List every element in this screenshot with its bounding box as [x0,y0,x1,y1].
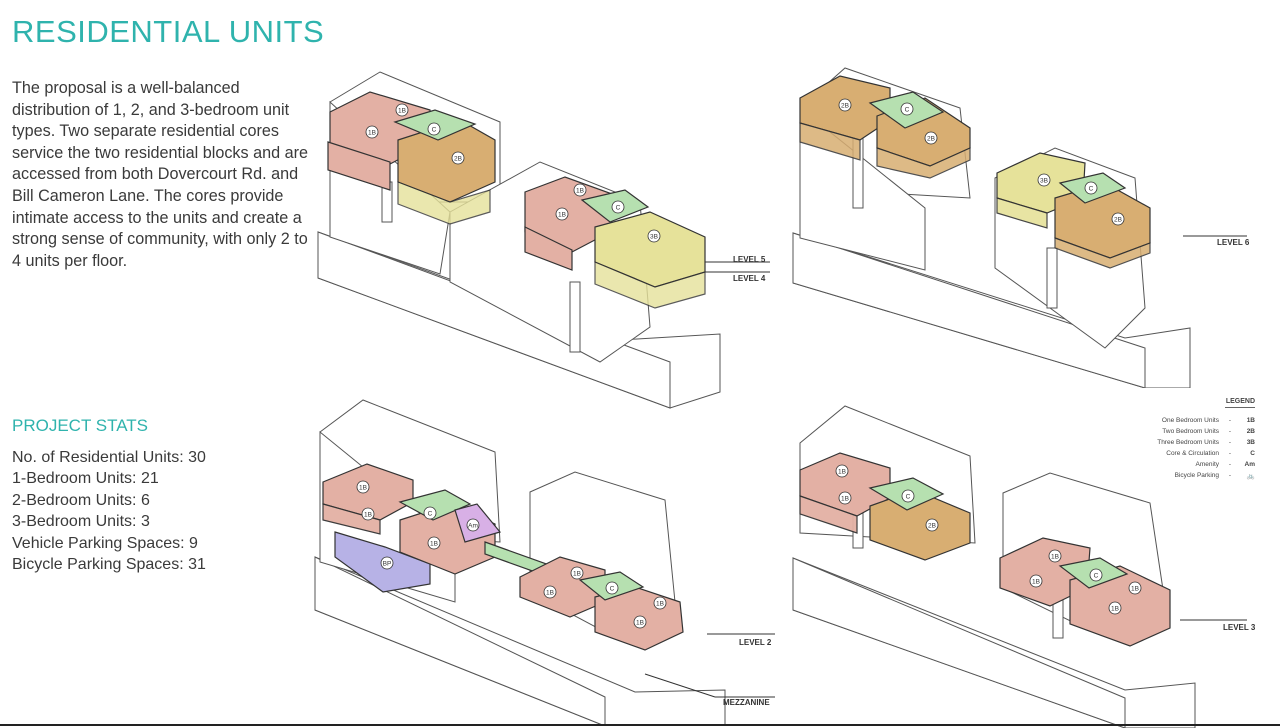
legend-item-bicycle-parking: Bicycle Parking - 🚲 [1110,470,1255,481]
unit-tag-core: C [428,511,433,518]
unit-tag-2b: 2B [927,136,935,143]
legend-dash: - [1228,461,1232,468]
unit-tag-1b: 1B [656,601,664,608]
unit-tag-1b: 1B [359,485,367,492]
unit-tags: 1B 1B C Am 1B BP 1B 1B C 1B 1B [356,480,667,629]
legend-dash: - [1228,439,1232,446]
label-level-3: LEVEL 3 [1223,623,1255,632]
legend-code: 1B [1246,417,1255,424]
legend-label: Three Bedroom Units [1157,439,1219,446]
unit-tag-1b: 1B [546,590,554,597]
legend-dash: - [1228,472,1232,479]
unit-tag-core: C [1094,573,1099,580]
label-level-2: LEVEL 2 [739,638,772,647]
unit-tag-1b: 1B [1032,579,1040,586]
legend-dash: - [1228,428,1232,435]
unit-tag-2b: 2B [454,156,462,163]
legend-code: 3B [1246,439,1255,446]
unit-tags: 1B 1B C 2B 1B 1B C 3B [365,103,661,243]
unit-tag-1b: 1B [364,512,372,519]
unit-tag-2b: 2B [928,523,936,530]
unit-tag-amenity: Am [468,523,478,530]
unit-tag-core: C [432,127,437,134]
unit-tag-core: C [610,586,615,593]
diagram-level-3: 1B 1B C 2B 1B 1B C 1B 1B LEVEL 3 [792,405,1255,728]
legend-label: Bicycle Parking [1174,472,1219,479]
legend-label: Two Bedroom Units [1162,428,1219,435]
unit-tag-1b: 1B [398,108,406,115]
stat-two-bedroom: 2-Bedroom Units: 6 [12,491,150,509]
label-level-5: LEVEL 5 [733,255,766,264]
unit-tag-1b: 1B [838,469,846,476]
unit-tag-1b: 1B [576,188,584,195]
project-stats-heading: PROJECT STATS [12,416,149,435]
unit-tag-core: C [616,205,621,212]
unit-tag-core: C [906,494,911,501]
stat-residential-units: No. of Residential Units: 30 [12,449,206,466]
unit-tag-bike: BP [383,561,392,568]
unit-tag-1b: 1B [1051,554,1059,561]
intro-paragraph: The proposal is a well-balanced distribu… [12,79,309,270]
legend-heading: LEGEND [1225,398,1255,408]
stat-three-bedroom: 3-Bedroom Units: 3 [12,513,150,531]
bottom-rule [0,724,1280,726]
legend: LEGEND One Bedroom Units - 1B Two Bedroo… [1110,398,1255,481]
label-level-4: LEVEL 4 [733,274,766,283]
label-mezzanine: MEZZANINE [723,698,770,707]
unit-tag-1b: 1B [1111,606,1119,613]
stat-vehicle-parking: Vehicle Parking Spaces: 9 [12,534,198,552]
unit-tag-1b: 1B [1131,586,1139,593]
unit-tag-1b: 1B [841,496,849,503]
unit-tag-1b: 1B [368,130,376,137]
unit-tag-3b: 3B [650,234,658,241]
stat-one-bedroom: 1-Bedroom Units: 21 [12,470,159,488]
legend-dash: - [1228,450,1232,457]
unit-tag-3b: 3B [1040,178,1048,185]
unit-tag-1b: 1B [430,541,438,548]
diagram-level-6: 2B C 2B 3B C 2B LEVEL 6 [792,67,1250,388]
legend-item-two-bedroom: Two Bedroom Units - 2B [1110,426,1255,437]
unit-tags: 2B C 2B 3B C 2B [838,98,1125,226]
unit-tag-1b: 1B [573,571,581,578]
diagram-levels-4-5: 1B 1B C 2B 1B 1B C 3B LEVEL 5 LEVEL 4 [317,71,770,409]
label-level-6: LEVEL 6 [1217,238,1250,247]
unit-tag-2b: 2B [841,103,849,110]
legend-code: Am [1244,461,1255,468]
legend-label: Core & Circulation [1166,450,1219,457]
unit-tag-core: C [1089,186,1094,193]
project-stats-list: No. of Residential Units: 30 1-Bedroom U… [12,447,206,575]
legend-item-core: Core & Circulation - C [1110,448,1255,459]
unit-tag-1b: 1B [558,212,566,219]
legend-dash: - [1228,417,1232,424]
legend-label: One Bedroom Units [1161,417,1219,424]
legend-item-three-bedroom: Three Bedroom Units - 3B [1110,437,1255,448]
legend-code: 2B [1246,428,1255,435]
unit-tag-core: C [905,107,910,114]
page-title: RESIDENTIAL UNITS [12,14,325,49]
legend-item-one-bedroom: One Bedroom Units - 1B [1110,415,1255,426]
legend-item-amenity: Amenity - Am [1110,459,1255,470]
legend-label: Amenity [1195,461,1219,468]
bicycle-icon: 🚲 [1246,472,1255,480]
unit-tag-2b: 2B [1114,217,1122,224]
unit-tag-1b: 1B [636,620,644,627]
stat-bicycle-parking: Bicycle Parking Spaces: 31 [12,556,206,574]
diagram-level-2-mezzanine: 1B 1B C Am 1B BP 1B 1B C 1B 1B LEVEL 2 M… [314,399,775,726]
unit-tags: 1B 1B C 2B 1B 1B C 1B 1B [835,464,1142,615]
legend-code: C [1250,450,1255,457]
